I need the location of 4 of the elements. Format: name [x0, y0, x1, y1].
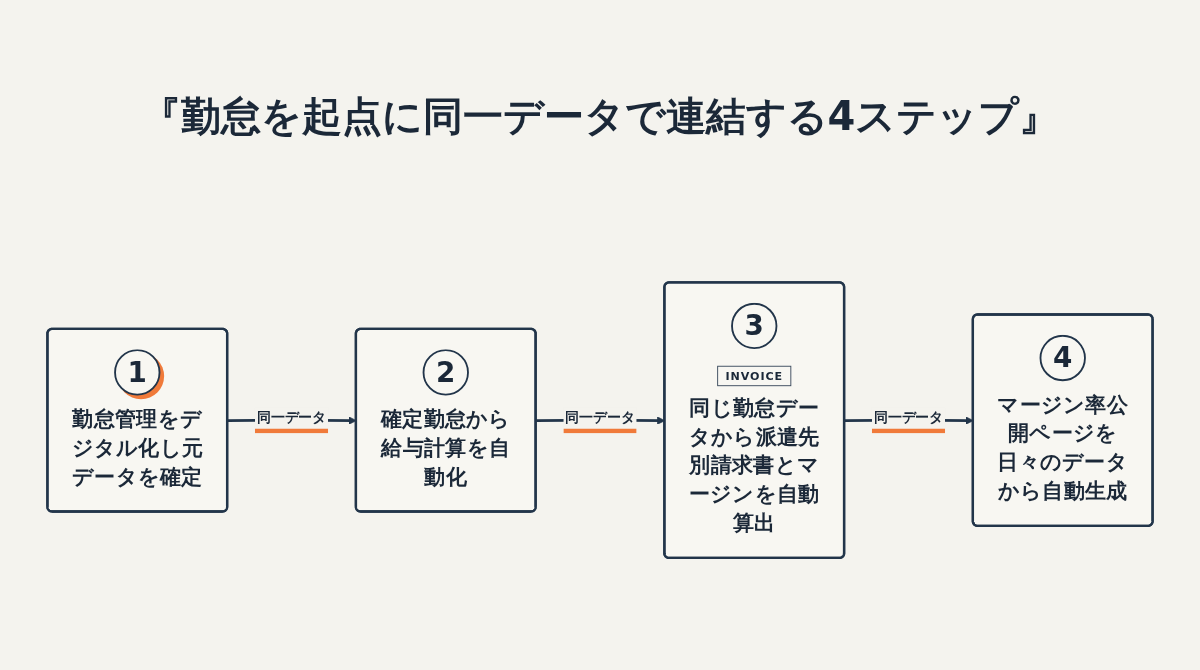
edge-label: 同一データ — [256, 409, 327, 426]
title: 『勤怠を起点に同一データで連結する4ステップ』 — [140, 92, 1060, 140]
edge-label: 同一データ — [873, 409, 944, 426]
edge-label: 同一データ — [565, 409, 635, 426]
